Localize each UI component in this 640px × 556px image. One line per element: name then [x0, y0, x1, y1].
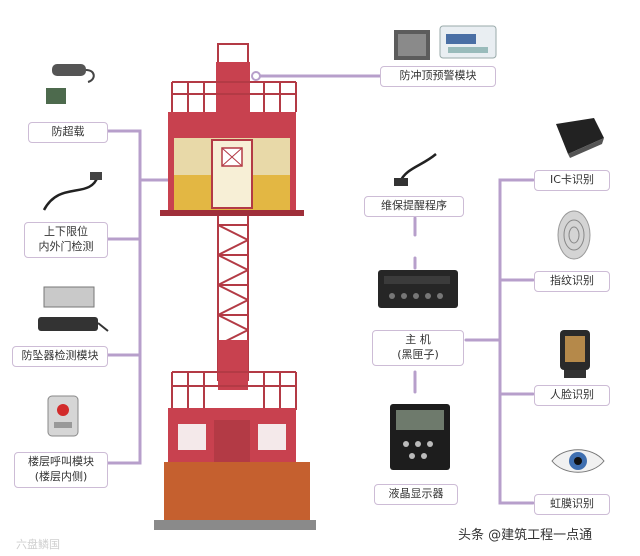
fall-protector-sensor-icon	[38, 286, 109, 332]
control-host-box-icon	[378, 270, 458, 308]
label-ic-card-recognition: IC卡识别	[534, 170, 610, 191]
usb-plug-icon	[394, 153, 437, 186]
label-limit-and-door-detection: 上下限位 内外门检测	[24, 222, 108, 258]
limit-switch-cable-icon	[42, 172, 102, 211]
label-host-line1: 主 机	[405, 333, 431, 346]
face-recognition-terminal-icon	[560, 330, 590, 378]
label-anti-top-module: 防冲顶预警模块	[380, 66, 496, 87]
label-face-recognition: 人脸识别	[534, 385, 610, 406]
fingerprint-reader-icon	[557, 210, 591, 260]
label-host-line2: (黑匣子)	[397, 347, 439, 361]
label-overload-protection: 防超载	[28, 122, 108, 143]
label-iris-recognition: 虹膜识别	[534, 494, 610, 515]
label-fall-protector-module: 防坠器检测模块	[12, 346, 108, 367]
watermark-bottom-right: 头条 @建筑工程一点通	[458, 528, 593, 543]
label-floor-call-line1: 楼层呼叫模块	[28, 455, 94, 468]
label-host-black-box: 主 机 (黑匣子)	[372, 330, 464, 366]
label-limit-line2: 内外门检测	[38, 239, 94, 253]
label-fingerprint-recognition: 指纹识别	[534, 271, 610, 292]
floor-call-button-icon	[47, 395, 79, 437]
iris-eye-icon	[551, 449, 605, 473]
label-limit-line1: 上下限位	[44, 225, 88, 238]
load-sensor-icon	[46, 64, 95, 104]
collision-sensor-icon	[394, 25, 497, 60]
watermark-bottom-left: 六盘鳞国	[16, 538, 60, 551]
ic-card-reader-icon	[556, 118, 604, 158]
lcd-display-icon	[390, 404, 450, 470]
label-maintenance-reminder: 维保提醒程序	[364, 196, 464, 217]
label-floor-call-line2: (楼层内侧)	[34, 469, 88, 483]
label-floor-call-module: 楼层呼叫模块 (楼层内侧)	[14, 452, 108, 488]
label-lcd-display: 液晶显示器	[374, 484, 458, 505]
